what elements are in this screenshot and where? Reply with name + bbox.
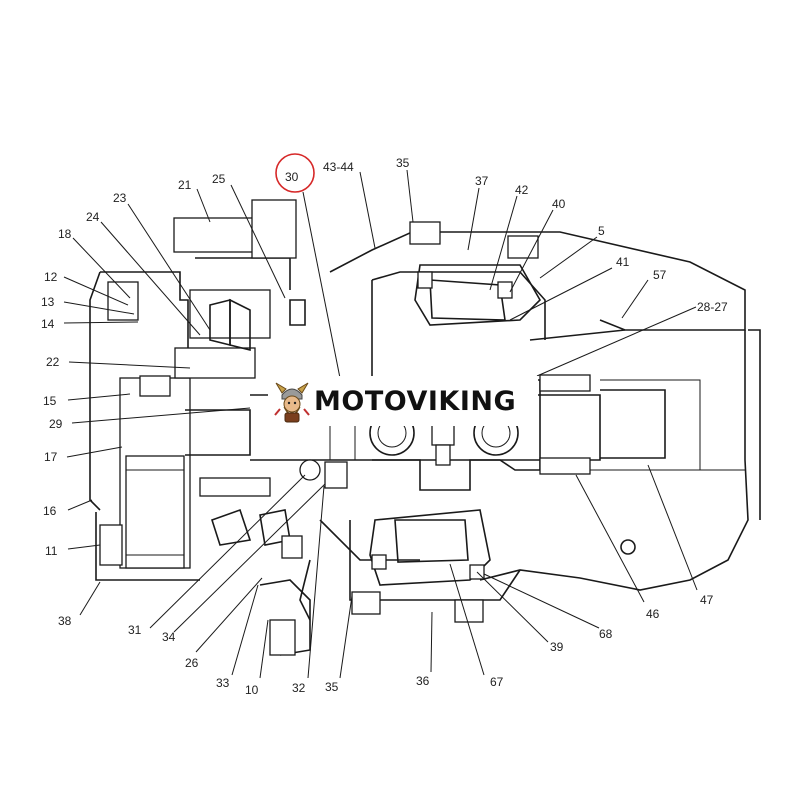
viking-mascot-icon bbox=[274, 382, 310, 423]
callout-39: 39 bbox=[550, 640, 564, 654]
callout-41: 41 bbox=[616, 255, 630, 269]
plug-11 bbox=[99, 524, 123, 566]
callout-17: 17 bbox=[44, 450, 58, 464]
callout-33: 33 bbox=[216, 676, 230, 690]
highlight-circle bbox=[275, 153, 315, 193]
callout-12: 12 bbox=[44, 270, 58, 284]
left-gear-assembly bbox=[89, 199, 311, 656]
callout-38: 38 bbox=[58, 614, 72, 628]
callout-32: 32 bbox=[292, 681, 306, 695]
callout-26: 26 bbox=[185, 656, 199, 670]
callout-68: 68 bbox=[599, 627, 613, 641]
lower-bearing-assembly bbox=[351, 509, 491, 623]
brand-watermark: MOTOVIKING bbox=[268, 376, 538, 426]
callout-47: 47 bbox=[700, 593, 714, 607]
callout-16: 16 bbox=[43, 504, 57, 518]
callout-23: 23 bbox=[113, 191, 127, 205]
callout-42: 42 bbox=[515, 183, 529, 197]
leader-lines bbox=[63, 169, 698, 679]
callout-21: 21 bbox=[178, 178, 192, 192]
brand-name: MOTOVIKING bbox=[314, 385, 517, 417]
callout-35-top: 35 bbox=[396, 156, 410, 170]
callout-24: 24 bbox=[86, 210, 100, 224]
callout-14: 14 bbox=[41, 317, 55, 331]
callout-31: 31 bbox=[128, 623, 142, 637]
callout-28-27: 28-27 bbox=[697, 300, 728, 314]
callout-18: 18 bbox=[58, 227, 72, 241]
motor-housing bbox=[299, 231, 761, 621]
callout-57: 57 bbox=[653, 268, 667, 282]
callout-35-bottom: 35 bbox=[325, 680, 339, 694]
callout-29: 29 bbox=[49, 417, 63, 431]
callout-labels: 21 25 30 43-44 35 37 42 40 5 41 57 28-27… bbox=[41, 156, 728, 697]
callout-36: 36 bbox=[416, 674, 430, 688]
upper-bearing-assembly bbox=[409, 221, 541, 326]
callout-15: 15 bbox=[43, 394, 57, 408]
callout-30: 30 bbox=[285, 170, 299, 184]
callout-46: 46 bbox=[646, 607, 660, 621]
callout-25: 25 bbox=[212, 172, 226, 186]
callout-67: 67 bbox=[490, 675, 504, 689]
callout-34: 34 bbox=[162, 630, 176, 644]
callout-10: 10 bbox=[245, 683, 259, 697]
callout-13: 13 bbox=[41, 295, 55, 309]
callout-40: 40 bbox=[552, 197, 566, 211]
callout-22: 22 bbox=[46, 355, 60, 369]
callout-37: 37 bbox=[475, 174, 489, 188]
callout-43-44: 43-44 bbox=[323, 160, 354, 174]
callout-5: 5 bbox=[598, 224, 605, 238]
callout-11: 11 bbox=[45, 544, 58, 558]
